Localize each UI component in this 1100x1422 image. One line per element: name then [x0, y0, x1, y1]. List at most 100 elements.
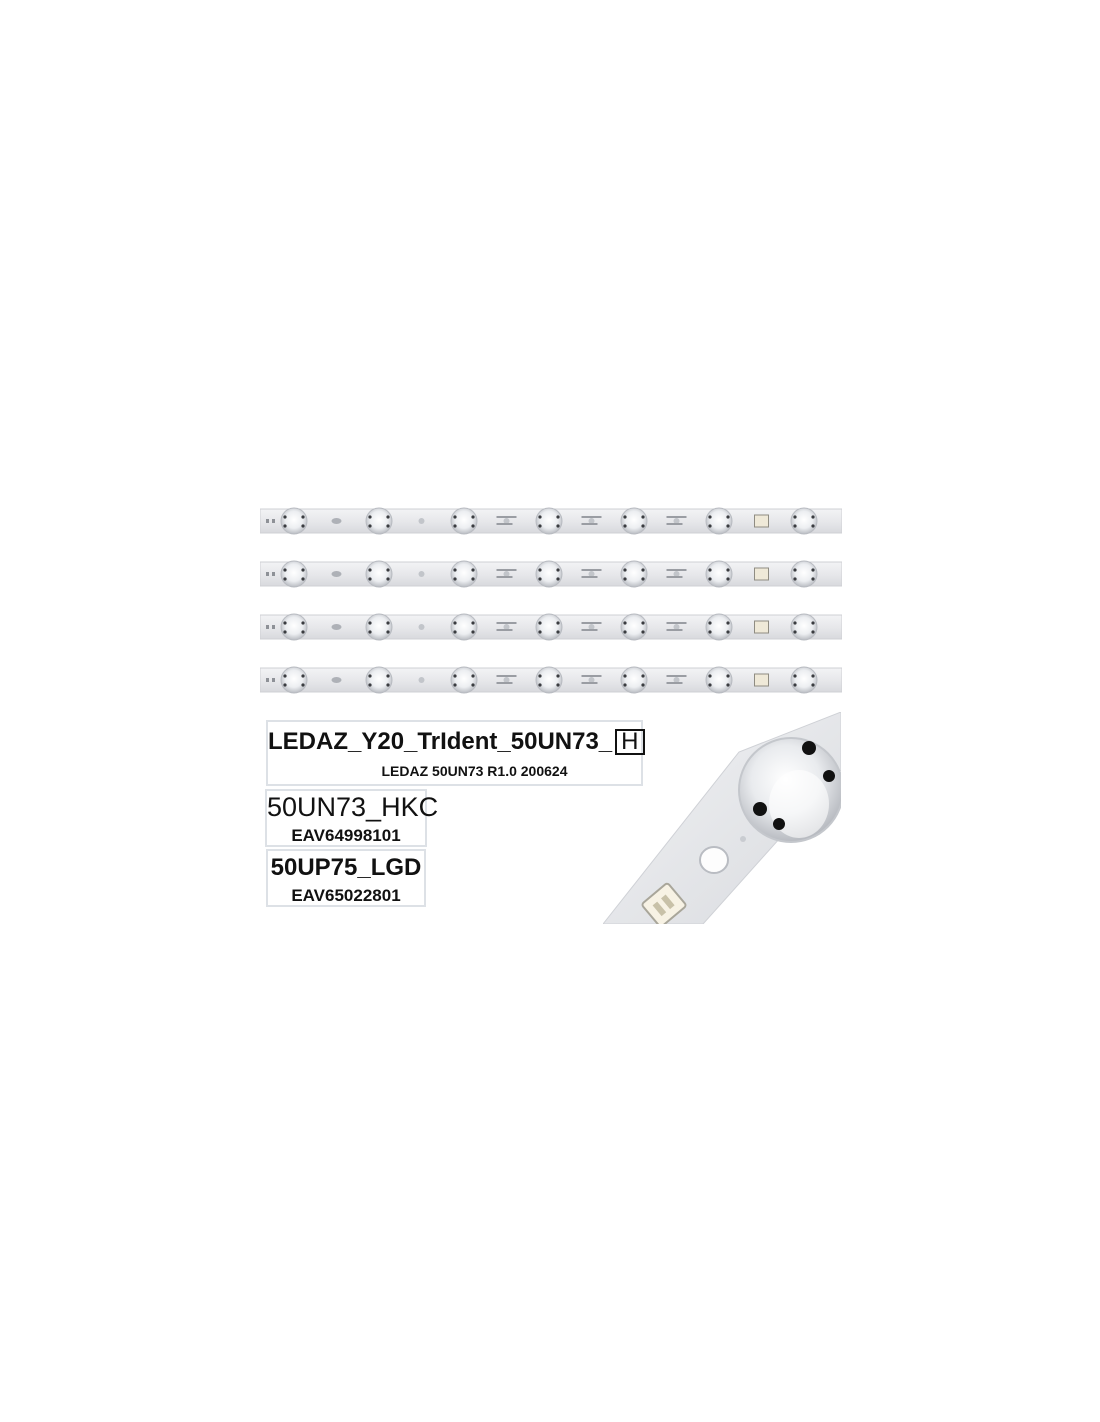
- led-foot: [386, 683, 390, 687]
- silkscreen-mark: [496, 516, 517, 518]
- led-lens: [705, 666, 733, 694]
- strip-hole: [503, 518, 510, 524]
- led-foot: [641, 674, 645, 678]
- hkc-label-code: EAV64998101: [291, 826, 401, 845]
- led-foot: [283, 524, 287, 528]
- led-foot: [301, 621, 305, 625]
- led-foot: [453, 577, 457, 581]
- silkscreen-mark: [581, 682, 598, 684]
- led-foot: [708, 524, 712, 528]
- strip-hole: [503, 571, 510, 577]
- led-foot: [301, 577, 305, 581]
- led-foot: [708, 630, 712, 634]
- led-foot: [811, 568, 815, 572]
- led-foot: [471, 621, 475, 625]
- strip-hole: [331, 624, 342, 630]
- led-strip-photo: [259, 503, 843, 703]
- led-foot: [726, 630, 730, 634]
- led-foot: [471, 515, 475, 519]
- silkscreen-mark: [581, 675, 602, 677]
- led-foot: [471, 674, 475, 678]
- strip-end-mark: [266, 625, 269, 629]
- led-foot: [283, 683, 287, 687]
- led-foot: [623, 577, 627, 581]
- strip-end-mark: [272, 519, 275, 523]
- closeup-connector: [641, 882, 687, 928]
- lgd-label: 50UP75_LGD EAV65022801: [266, 849, 426, 907]
- led-foot: [301, 674, 305, 678]
- main-label-title-text: LEDAZ_Y20_TrIdent_50UN73_: [268, 728, 613, 755]
- led-foot: [623, 621, 627, 625]
- strip-end-mark: [266, 519, 269, 523]
- led-lens: [535, 507, 563, 535]
- strip-hole: [588, 518, 595, 524]
- led-lens: [280, 507, 308, 535]
- led-foot: [471, 577, 475, 581]
- led-foot: [708, 577, 712, 581]
- strip-hole: [673, 571, 680, 577]
- strip-end-mark: [266, 572, 269, 576]
- led-foot: [641, 683, 645, 687]
- silkscreen-mark: [581, 516, 602, 518]
- led-foot: [641, 577, 645, 581]
- led-foot: [641, 621, 645, 625]
- led-lens: [365, 613, 393, 641]
- led-foot: [538, 683, 542, 687]
- led-lens: [705, 560, 733, 588]
- led-foot: [386, 577, 390, 581]
- strip-hole: [418, 518, 425, 524]
- led-closeup-photo: [601, 711, 844, 928]
- led-foot: [368, 568, 372, 572]
- led-foot: [301, 630, 305, 634]
- led-foot: [556, 674, 560, 678]
- led-lens: [365, 666, 393, 694]
- led-foot: [453, 524, 457, 528]
- led-foot: [386, 630, 390, 634]
- silkscreen-mark: [666, 629, 683, 631]
- led-foot: [283, 621, 287, 625]
- silkscreen-mark: [666, 622, 687, 624]
- lgd-label-title: 50UP75_LGD: [270, 854, 422, 881]
- led-lens: [280, 613, 308, 641]
- strip-hole: [673, 624, 680, 630]
- silkscreen-mark: [496, 523, 513, 525]
- led-foot: [793, 674, 797, 678]
- main-label-title: LEDAZ_Y20_TrIdent_50UN73_H: [268, 728, 645, 755]
- led-foot: [471, 630, 475, 634]
- strip-connector: [754, 567, 769, 581]
- led-foot: [283, 568, 287, 572]
- led-lens: [790, 613, 818, 641]
- strip-hole: [673, 677, 680, 683]
- led-foot: [623, 515, 627, 519]
- led-foot: [623, 683, 627, 687]
- led-foot: [556, 568, 560, 572]
- led-foot: [556, 630, 560, 634]
- strip-hole: [588, 624, 595, 630]
- led-lens: [450, 560, 478, 588]
- strip-connector: [754, 620, 769, 634]
- led-lens: [535, 560, 563, 588]
- led-foot: [368, 674, 372, 678]
- led-foot: [726, 683, 730, 687]
- silkscreen-mark: [666, 523, 683, 525]
- led-foot: [811, 524, 815, 528]
- strip-connector: [754, 514, 769, 528]
- led-foot: [793, 577, 797, 581]
- led-foot: [641, 568, 645, 572]
- silkscreen-mark: [666, 682, 683, 684]
- silkscreen-mark: [581, 569, 602, 571]
- led-foot: [283, 674, 287, 678]
- led-lens: [365, 507, 393, 535]
- closeup-lens-foot-4: [773, 818, 785, 830]
- strip-connector: [754, 673, 769, 687]
- led-lens: [705, 613, 733, 641]
- strip-hole: [331, 518, 342, 524]
- led-foot: [368, 621, 372, 625]
- led-foot: [793, 621, 797, 625]
- closeup-mount-hole: [699, 846, 729, 874]
- led-foot: [301, 683, 305, 687]
- led-foot: [811, 630, 815, 634]
- led-foot: [708, 683, 712, 687]
- led-foot: [793, 524, 797, 528]
- led-lens: [620, 613, 648, 641]
